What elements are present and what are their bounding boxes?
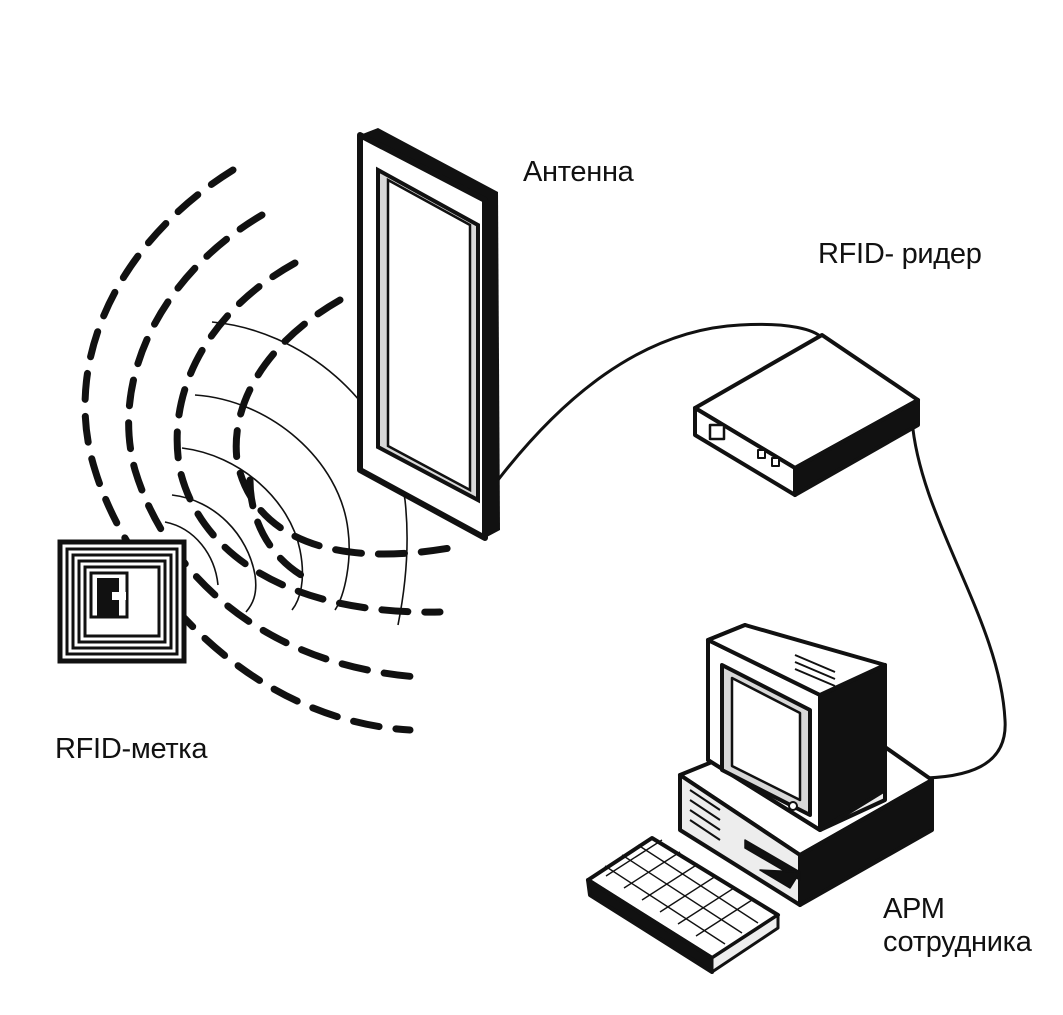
antenna-reader-cable bbox=[496, 322, 824, 481]
wave-arc-4 bbox=[232, 296, 454, 558]
thin-arc-5 bbox=[164, 521, 219, 586]
wave-arc-3 bbox=[173, 259, 444, 616]
rfid-tag-label: RFID-метка bbox=[55, 733, 208, 765]
workstation-label-line2: сотрудника bbox=[883, 926, 1032, 959]
workstation-label: АРМ сотрудника bbox=[883, 893, 1032, 960]
thin-arc-3 bbox=[181, 447, 304, 611]
wave-arc-2 bbox=[125, 211, 422, 681]
wave-arc-1 bbox=[81, 166, 414, 734]
computer-icon bbox=[678, 623, 934, 907]
keyboard-icon bbox=[586, 836, 780, 974]
rfid-tag-icon bbox=[57, 539, 187, 664]
reader-computer-cable bbox=[904, 419, 1007, 780]
rfid-reader-icon bbox=[693, 333, 920, 497]
dashed-radio-waves bbox=[81, 166, 454, 734]
antenna-panel-icon bbox=[357, 128, 500, 541]
rfid-reader-label: RFID- ридер bbox=[818, 238, 982, 270]
antenna-label: Антенна bbox=[523, 156, 634, 188]
thin-arc-4 bbox=[171, 494, 257, 613]
cables bbox=[496, 322, 1007, 780]
thin-arc-2 bbox=[194, 394, 350, 611]
wave-arc-5 bbox=[246, 476, 314, 584]
workstation-label-line1: АРМ bbox=[883, 893, 945, 925]
